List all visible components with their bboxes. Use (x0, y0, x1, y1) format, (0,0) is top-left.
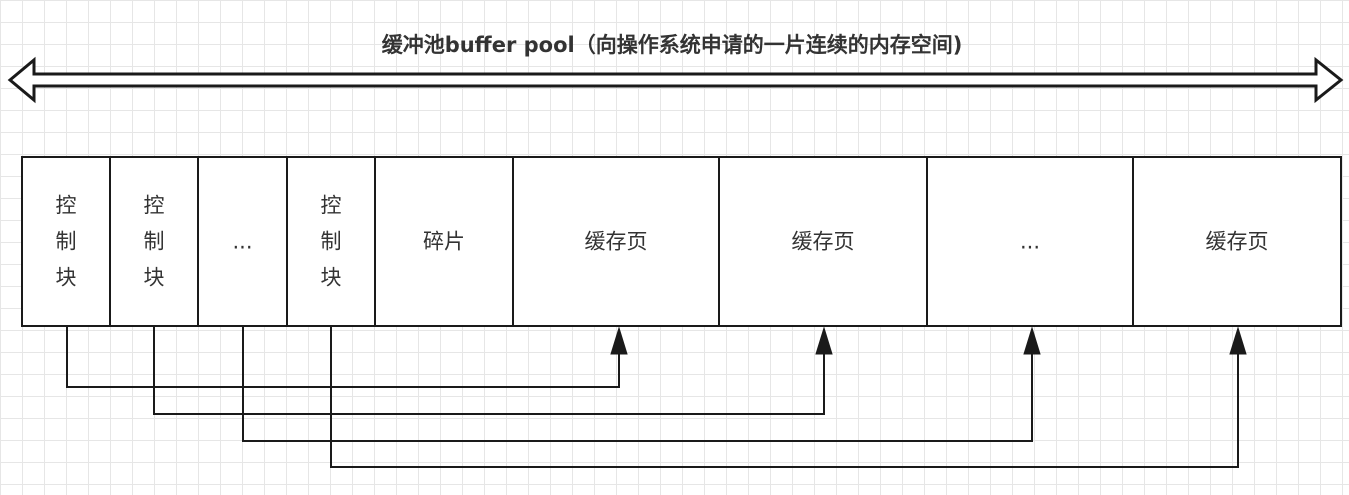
fragment-box (374, 156, 514, 327)
cache-page-2-cell: 缓存页 (718, 156, 928, 327)
cache-page-ellipsis-label: ... (1020, 230, 1040, 254)
cache-page-2-box (718, 156, 928, 327)
cache-page-n-label: 缓存页 (1206, 230, 1269, 254)
control-block-ellipsis-cell: ... (197, 156, 288, 327)
double-arrow-shape (7, 56, 1344, 104)
cache-page-ellipsis-cell: ... (926, 156, 1134, 327)
link-arrowhead (815, 326, 833, 355)
link-arrowhead (610, 326, 628, 355)
link-arrowhead (1229, 326, 1247, 355)
control-block-ellipsis-box (197, 156, 288, 327)
cache-page-1-box (512, 156, 720, 327)
link-control-block-1-to-cache-page-1 (66, 326, 628, 388)
link-connector (330, 326, 1239, 468)
cache-page-1-label: 缓存页 (585, 230, 648, 254)
link-control-block-ellipsis-to-cache-page-ellipsis (242, 326, 1041, 442)
control-block-1-box (21, 156, 111, 327)
cache-page-n-box (1132, 156, 1342, 327)
control-block-2-label: 控 (144, 194, 165, 218)
control-links (66, 326, 1247, 468)
control-block-n-label: 制 (321, 230, 342, 254)
control-block-n-label: 控 (321, 194, 342, 218)
link-connector (242, 326, 1033, 442)
control-block-1-label: 控 (56, 194, 77, 218)
diagram-title: 缓冲池buffer pool（向操作系统申请的一片连续的内存空间) (382, 33, 963, 57)
span-double-arrow (7, 56, 1344, 104)
cache-page-n-cell: 缓存页 (1132, 156, 1342, 327)
buffer-pool-row: 控制块控制块...控制块碎片缓存页缓存页...缓存页 (21, 156, 1342, 327)
control-block-2-cell: 控制块 (109, 156, 199, 327)
link-connector (153, 326, 825, 415)
control-block-n-cell: 控制块 (286, 156, 376, 327)
link-control-block-2-to-cache-page-2 (153, 326, 833, 415)
control-block-1-label: 制 (56, 230, 77, 254)
control-block-1-cell: 控制块 (21, 156, 111, 327)
link-arrowhead (1023, 326, 1041, 355)
control-block-2-label: 块 (144, 266, 165, 290)
link-connector (66, 326, 620, 388)
control-block-n-label: 块 (321, 266, 342, 290)
cache-page-ellipsis-box (926, 156, 1134, 327)
fragment-label: 碎片 (423, 230, 465, 254)
cache-page-1-cell: 缓存页 (512, 156, 720, 327)
control-block-2-box (109, 156, 199, 327)
control-block-1-label: 块 (56, 266, 77, 290)
control-block-2-label: 制 (144, 230, 165, 254)
link-control-block-n-to-cache-page-n (330, 326, 1247, 468)
fragment-cell: 碎片 (374, 156, 514, 327)
cache-page-2-label: 缓存页 (792, 230, 855, 254)
control-block-ellipsis-label: ... (232, 230, 252, 254)
